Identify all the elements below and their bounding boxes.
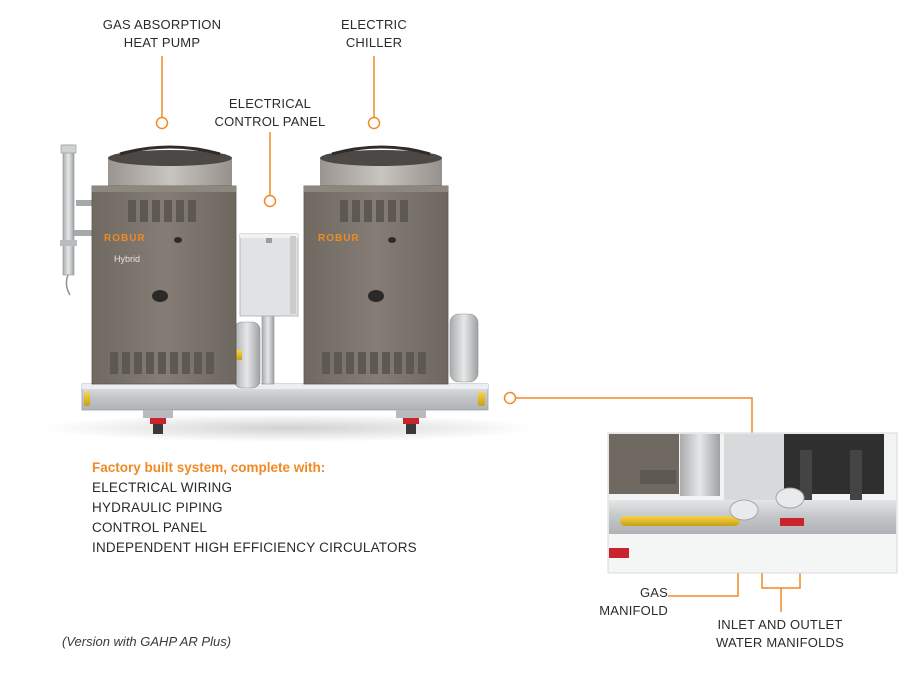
brand-logo: ROBUR <box>104 233 146 244</box>
gas-heat-pump-label: GAS ABSORPTION HEAT PUMP <box>102 17 222 50</box>
floor-shadow <box>40 414 540 442</box>
features-heading: Factory built system, complete with: <box>92 460 326 475</box>
control-panel-label: ELECTRICAL CONTROL PANEL <box>214 96 326 129</box>
base-frame <box>81 383 489 434</box>
foot-right <box>396 410 426 434</box>
electrical-control-panel <box>239 233 299 317</box>
feature-item: CONTROL PANEL <box>92 520 208 535</box>
features-list: Factory built system, complete with: ELE… <box>92 458 417 558</box>
gas-manifold-label: GAS MANIFOLD <box>599 585 668 618</box>
version-note: (Version with GAHP AR Plus) <box>62 634 232 649</box>
flue-pipe <box>60 144 92 296</box>
hydraulic-piping <box>232 311 479 389</box>
feature-item: INDEPENDENT HIGH EFFICIENCY CIRCULATORS <box>92 540 417 555</box>
gas-absorption-heat-pump: ROBUR Hybrid <box>91 145 237 385</box>
brand-logo-chiller: ROBUR <box>318 233 360 244</box>
feature-item: HYDRAULIC PIPING <box>92 500 223 515</box>
electric-chiller-label: ELECTRIC CHILLER <box>341 17 407 50</box>
electric-chiller: ROBUR <box>303 145 449 385</box>
hybrid-badge: Hybrid <box>114 254 140 264</box>
manifold-detail-inset <box>607 432 898 574</box>
foot-left <box>143 410 173 434</box>
feature-item: ELECTRICAL WIRING <box>92 480 233 495</box>
water-manifolds-label: INLET AND OUTLET WATER MANIFOLDS <box>716 617 844 650</box>
